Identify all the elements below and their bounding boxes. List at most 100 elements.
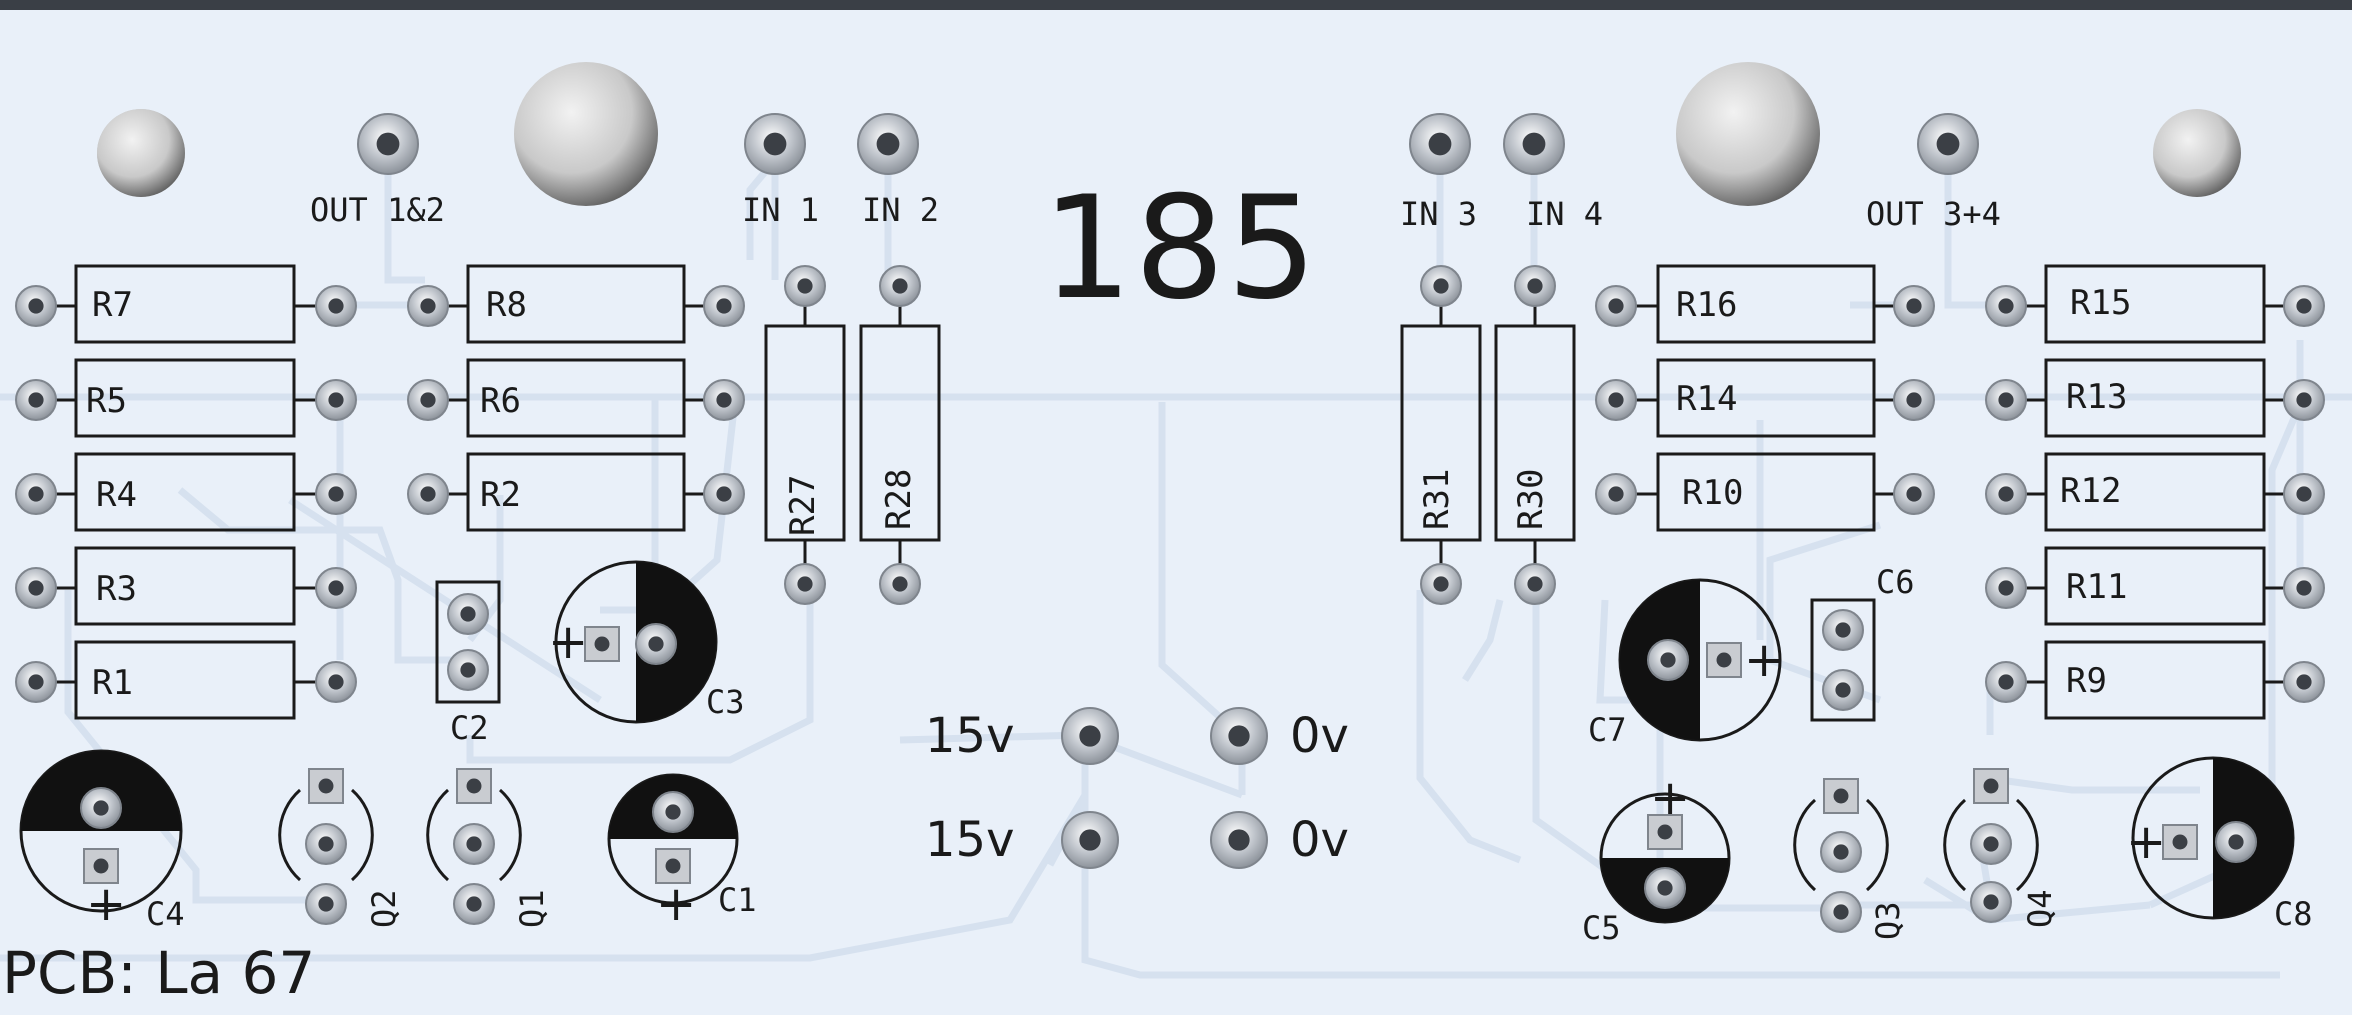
resistor-body-icon (466, 264, 686, 344)
drill-hole-icon (1522, 132, 1546, 156)
capacitor-body-icon (435, 580, 501, 704)
resistor-body-icon (1656, 452, 1876, 532)
resistor-body-icon (74, 452, 296, 532)
film-cap-outlines (435, 580, 1876, 722)
drill-hole-icon (1608, 392, 1624, 408)
drill-hole-icon (420, 486, 436, 502)
capacitor-label-c2: C2 (450, 709, 489, 747)
resistor-body-icon (1656, 358, 1876, 438)
drill-hole-icon (328, 486, 344, 502)
mounting-holes (97, 62, 2241, 206)
resistor-label-r5: R5 (86, 381, 127, 421)
drill-hole-icon (1228, 725, 1250, 747)
drill-hole-icon (28, 674, 44, 690)
resistor-body-icon (466, 358, 686, 438)
square-pad-icon (584, 626, 620, 662)
drill-hole-icon (1835, 622, 1851, 638)
drill-hole-icon (1833, 904, 1849, 920)
drill-hole-icon (1833, 788, 1849, 804)
drill-hole-icon (460, 606, 476, 622)
drill-hole-icon (420, 392, 436, 408)
drill-hole-icon (1906, 392, 1922, 408)
drill-hole-icon (1833, 844, 1849, 860)
drill-hole-icon (28, 580, 44, 596)
capacitor-label-c6: C6 (1876, 563, 1915, 601)
mounting-hole-icon (2153, 109, 2241, 197)
drill-hole-icon (1657, 880, 1673, 896)
transistor-label-q3: Q3 (1869, 901, 1907, 940)
drill-hole-icon (1079, 725, 1101, 747)
transistor-outlines (278, 788, 2039, 892)
board-number: 185 (1042, 166, 1320, 331)
drill-hole-icon (420, 298, 436, 314)
drill-hole-icon (716, 486, 732, 502)
power-label-15v-top: 15v (925, 708, 1015, 764)
drill-hole-icon (1998, 580, 2014, 596)
polarity-mark-c8: + (2126, 814, 2167, 870)
drill-hole-icon (1906, 298, 1922, 314)
drill-hole-icon (1660, 652, 1676, 668)
drill-hole-icon (2228, 834, 2244, 850)
drill-hole-icon (1716, 652, 1732, 668)
connector-label-out12: OUT 1&2 (310, 191, 445, 229)
drill-hole-icon (466, 896, 482, 912)
drill-hole-icon (28, 392, 44, 408)
drill-hole-icon (1983, 836, 1999, 852)
capacitor-label-c5: C5 (1582, 909, 1621, 947)
drill-hole-icon (716, 298, 732, 314)
resistor-label-r16: R16 (1676, 285, 1738, 325)
resistor-label-r14: R14 (1676, 379, 1738, 419)
drill-hole-icon (1998, 298, 2014, 314)
drill-hole-icon (797, 576, 813, 592)
drill-hole-icon (460, 662, 476, 678)
mounting-hole-icon (514, 62, 658, 206)
drill-hole-icon (328, 674, 344, 690)
drill-hole-icon (876, 132, 900, 156)
drill-hole-icon (328, 392, 344, 408)
polarity-mark-c4: + (86, 876, 127, 932)
power-label-0v-bottom: 0v (1290, 812, 1349, 868)
drill-hole-icon (1433, 576, 1449, 592)
resistor-label-r12: R12 (2060, 471, 2122, 511)
resistor-label-r7: R7 (92, 285, 133, 325)
resistor-label-r13: R13 (2066, 377, 2128, 417)
drill-hole-icon (797, 278, 813, 294)
drill-hole-icon (1835, 682, 1851, 698)
resistor-body-icon (1656, 264, 1876, 344)
drill-hole-icon (1906, 486, 1922, 502)
resistor-label-r8: R8 (486, 285, 527, 325)
drill-hole-icon (892, 576, 908, 592)
resistor-label-r10: R10 (1682, 473, 1744, 513)
connector-label-in4: IN 4 (1526, 195, 1604, 233)
resistor-body-icon (2044, 264, 2266, 344)
drill-hole-icon (2296, 298, 2312, 314)
drill-hole-icon (2296, 392, 2312, 408)
drill-hole-icon (328, 580, 344, 596)
drill-hole-icon (1998, 674, 2014, 690)
drill-hole-icon (1983, 894, 1999, 910)
drill-hole-icon (318, 896, 334, 912)
drill-hole-icon (763, 132, 787, 156)
transistor-label-q2: Q2 (365, 889, 403, 928)
capacitor-label-c4: C4 (146, 895, 185, 933)
drill-hole-icon (2172, 834, 2188, 850)
capacitor-body-icon (1810, 598, 1876, 722)
drill-hole-icon (716, 392, 732, 408)
power-label-0v-top: 0v (1290, 708, 1349, 764)
drill-hole-icon (892, 278, 908, 294)
drill-hole-icon (466, 836, 482, 852)
resistor-label-r11: R11 (2066, 567, 2128, 607)
resistor-body-icon (466, 452, 686, 532)
drill-hole-icon (1998, 486, 2014, 502)
connector-label-in3: IN 3 (1400, 195, 1478, 233)
drill-hole-icon (93, 800, 109, 816)
mounting-hole-icon (1676, 62, 1820, 206)
drill-hole-icon (1428, 132, 1452, 156)
transistor-label-q4: Q4 (2021, 889, 2059, 928)
drill-hole-icon (1983, 778, 1999, 794)
drill-hole-icon (594, 636, 610, 652)
solder-pads (15, 113, 2325, 933)
drill-hole-icon (2296, 674, 2312, 690)
resistor-label-r9: R9 (2066, 661, 2107, 701)
connector-label-out34: OUT 3+4 (1866, 195, 2001, 233)
